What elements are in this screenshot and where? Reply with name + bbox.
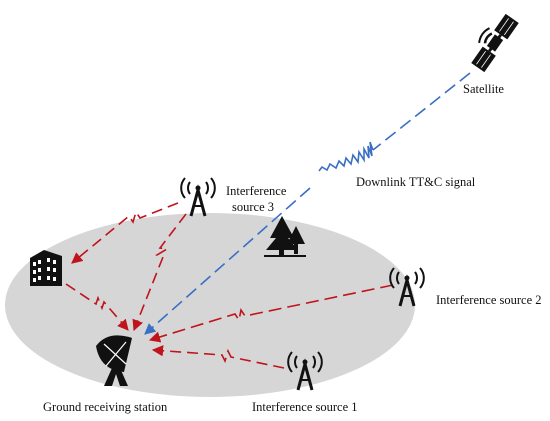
interference-source-3-label-line2: source 3: [232, 200, 274, 214]
link-source1-station: [151, 345, 285, 369]
interference-links: [65, 202, 394, 369]
link-source2-station: [148, 284, 394, 343]
link-source3-station: [132, 213, 187, 332]
antenna-tower-icon: [180, 177, 216, 217]
antenna-tower-icon: [389, 267, 425, 307]
antenna-tower-icon: [287, 351, 323, 391]
trees-icon: [264, 216, 306, 257]
downlink-link: [144, 72, 471, 335]
coverage-area: [5, 213, 415, 397]
interference-source-1-label: Interference source 1: [252, 400, 358, 414]
downlink-label: Downlink TT&C signal: [356, 175, 476, 189]
link-source3-building: [71, 202, 179, 264]
building-icon: [30, 250, 62, 286]
interference-source-3-label-line1: Interference: [226, 184, 287, 198]
interference-source-2-label: Interference source 2: [436, 293, 542, 307]
satellite-label: Satellite: [463, 82, 504, 96]
satellite-icon: [471, 13, 519, 73]
ground-station-label: Ground receiving station: [43, 400, 168, 414]
satellite-dish-icon: [96, 335, 132, 386]
